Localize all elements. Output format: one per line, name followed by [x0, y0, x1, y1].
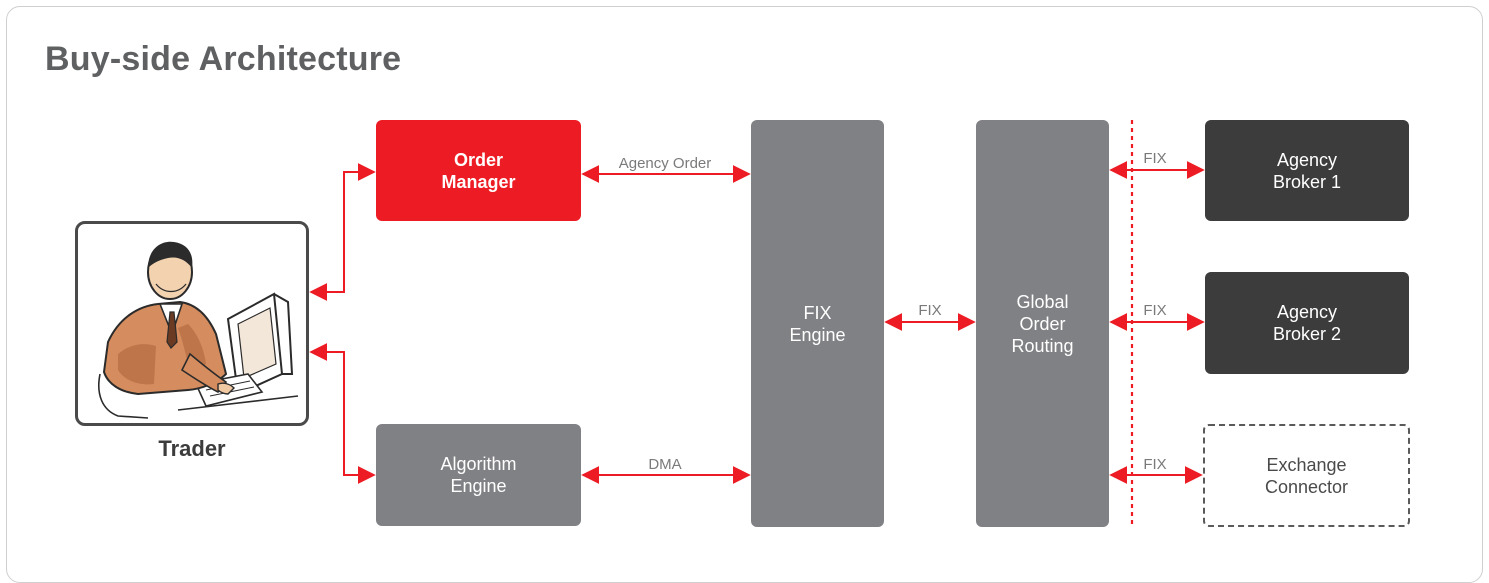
exchange-connector-box: Exchange Connector: [1203, 424, 1410, 527]
algorithm-engine-box: Algorithm Engine: [376, 424, 581, 526]
label-fix-engine-routing: FIX: [918, 302, 942, 319]
agency-broker-1-box: Agency Broker 1: [1205, 120, 1409, 221]
global-order-routing-box: Global Order Routing: [976, 120, 1109, 527]
order-manager-box: Order Manager: [376, 120, 581, 221]
trader-label: Trader: [158, 436, 226, 461]
label-fix-broker-2: FIX: [1143, 302, 1167, 319]
diagram-title: Buy-side Architecture: [45, 40, 402, 78]
trader-illustration: [98, 241, 299, 419]
arrow-trader-order-manager: [309, 163, 376, 301]
label-agency-order: Agency Order: [618, 155, 712, 172]
agency-broker-2-box: Agency Broker 2: [1205, 272, 1409, 374]
trader-card: [75, 221, 309, 426]
label-fix-broker-1: FIX: [1143, 150, 1167, 167]
label-dma: DMA: [648, 456, 682, 473]
connectors: [309, 120, 1205, 527]
fix-engine-box: FIX Engine: [751, 120, 884, 527]
label-fix-exchange: FIX: [1143, 456, 1167, 473]
arrow-trader-algorithm-engine: [309, 343, 376, 484]
